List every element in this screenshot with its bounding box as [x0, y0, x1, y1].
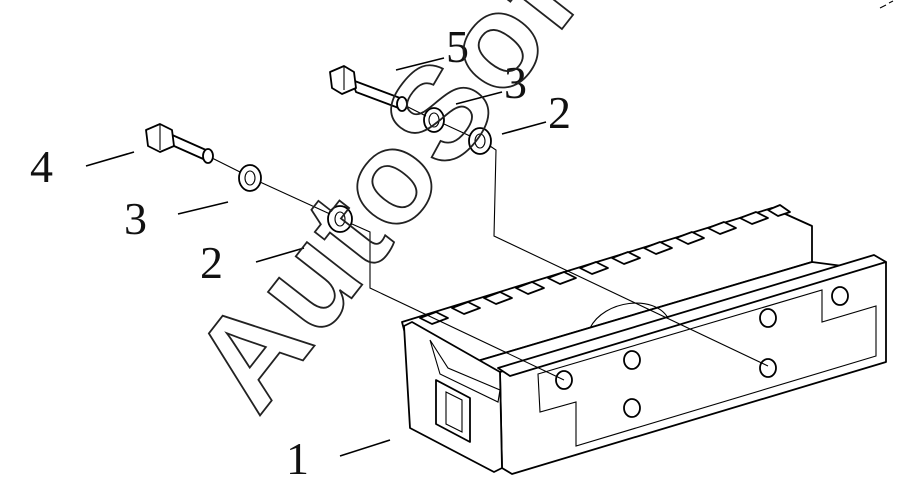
leader-line	[501, 121, 547, 135]
bolt-5-part	[329, 65, 408, 112]
washer-3-lower	[238, 164, 262, 192]
tooth	[707, 221, 737, 235]
washer-hole	[474, 133, 486, 149]
leader-line	[455, 91, 503, 105]
axis-line	[351, 223, 565, 381]
leader-line	[85, 151, 135, 167]
leader-line	[255, 247, 305, 263]
tooth	[451, 301, 481, 315]
washer-hole	[244, 170, 256, 186]
callout-2-lower: 2	[200, 237, 223, 288]
flat-washer	[468, 127, 492, 155]
corner-speck	[879, 0, 894, 9]
lock-washer	[423, 107, 445, 133]
flat-washer	[327, 205, 353, 233]
tooth	[515, 281, 545, 295]
washer-hole	[428, 112, 440, 128]
axis-line	[259, 181, 331, 215]
tooth	[547, 271, 577, 285]
callout-2-upper: 2	[548, 87, 571, 138]
callout-3-lower: 3	[124, 193, 147, 244]
washer-hole	[334, 211, 346, 227]
tooth	[483, 291, 513, 305]
bolt-hole	[623, 398, 641, 418]
callout-1: 1	[286, 433, 309, 484]
channel-base-part	[401, 204, 887, 475]
front-wall-top	[497, 254, 887, 377]
bolt-tip	[396, 96, 408, 112]
axis-line	[443, 123, 471, 137]
bolt-hole	[831, 286, 849, 306]
assembly-lines	[211, 105, 769, 381]
bolt-hole	[623, 350, 641, 370]
bolt-hole	[759, 308, 777, 328]
axis-line	[489, 145, 769, 367]
washer-3-upper	[423, 107, 445, 133]
callout-labels: 5 3 2 4 3 2 1	[30, 21, 571, 484]
tooth	[579, 261, 609, 275]
washer-2-upper	[468, 127, 492, 155]
tooth	[611, 251, 641, 265]
axis-line	[405, 105, 427, 117]
bolt-4-part	[145, 123, 214, 164]
tooth	[767, 204, 791, 217]
tooth	[643, 241, 673, 255]
axis-line	[211, 157, 241, 173]
front-recess	[537, 289, 877, 447]
end-slot-inner	[445, 391, 463, 433]
bolt-tip	[202, 148, 214, 164]
callout-4: 4	[30, 141, 53, 192]
tooth	[739, 211, 769, 225]
rail-teeth	[419, 204, 791, 325]
callout-3-upper: 3	[504, 57, 527, 108]
lock-washer	[238, 164, 262, 192]
leader-line	[177, 201, 229, 215]
callout-5: 5	[446, 21, 469, 72]
bolt-head	[329, 65, 357, 95]
leader-lines	[85, 57, 547, 457]
saddle-curve	[589, 302, 669, 329]
washer-2-lower	[327, 205, 353, 233]
end-notch	[429, 339, 501, 403]
bolt-hole	[759, 358, 777, 378]
leader-line	[395, 57, 445, 71]
leader-line	[339, 439, 391, 457]
tooth	[675, 231, 705, 245]
